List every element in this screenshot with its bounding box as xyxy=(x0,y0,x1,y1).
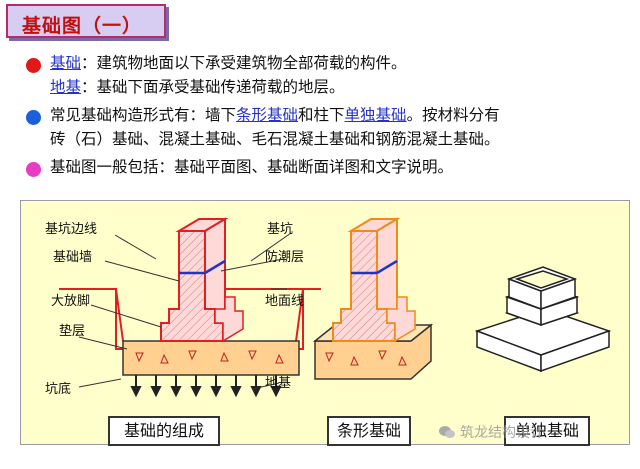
strip-foundation-figure xyxy=(312,217,434,380)
label-dpc: 防潮层 xyxy=(265,249,304,265)
caption-composition: 基础的组成 xyxy=(108,416,220,446)
general-contents: 基础图一般包括：基础平面图、基础断面详图和文字说明。 xyxy=(50,158,454,176)
leader-pit-bottom xyxy=(78,378,122,388)
label-ground: 地面线 xyxy=(265,294,304,309)
common-forms-line2: 砖（石）基础、混凝土基础、毛石混凝土基础和钢筋混凝土基础。 xyxy=(50,130,500,148)
common-forms-line1: 常见基础构造形式有：墙下条形基础和柱下单独基础。按材料分有 xyxy=(50,106,500,124)
composition-figure: 基坑边线 基础墙 大放脚 垫层 坑底 基坑 防潮层 地面线 地基 xyxy=(45,217,321,398)
isolated-foundation-link[interactable]: 单独基础 xyxy=(344,106,407,124)
leader-found-wall xyxy=(104,260,180,282)
strip-foundation-link[interactable]: 条形基础 xyxy=(236,106,299,124)
label-subgrade: 地基 xyxy=(265,376,291,391)
definition-subgrade: 地基：基础下面承受基础传递荷载的地层。 xyxy=(50,78,345,96)
label-pit-edge: 基坑边线 xyxy=(45,222,97,237)
label-cushion: 垫层 xyxy=(59,323,85,339)
pink-bullet-icon xyxy=(26,162,41,177)
label-found-wall: 基础墙 xyxy=(53,250,92,265)
leader-cushion xyxy=(78,336,128,350)
foundation-diagram-svg: 基坑边线 基础墙 大放脚 垫层 坑底 基坑 防潮层 地面线 地基 xyxy=(45,217,612,398)
leader-pit-edge xyxy=(114,234,157,260)
label-footing: 大放脚 xyxy=(51,293,90,309)
red-bullet-icon xyxy=(26,58,41,73)
label-pit-bottom: 坑底 xyxy=(45,381,71,397)
leader-pit xyxy=(250,232,292,262)
leader-footing xyxy=(90,304,162,328)
leader-subgrade xyxy=(252,382,280,390)
caption-strip-foundation: 条形基础 xyxy=(327,416,411,446)
blue-bullet-icon xyxy=(26,110,41,125)
watermark-text: 筑龙结构设计 xyxy=(460,425,544,441)
foundation-link[interactable]: 基础 xyxy=(50,54,82,72)
title-box: 基础图（一） xyxy=(6,4,166,38)
cushion-slab xyxy=(122,340,300,376)
label-pit: 基坑 xyxy=(267,222,293,237)
caption-isolated-foundation: 单独基础 xyxy=(504,416,590,446)
page-title: 基础图（一） xyxy=(22,15,143,37)
pit-edge-line-left xyxy=(59,288,304,350)
leader-dpc xyxy=(220,258,284,272)
subgrade-link[interactable]: 地基 xyxy=(50,78,82,96)
definition-foundation: 基础：建筑物地面以下承受建筑物全部荷载的构件。 xyxy=(50,54,407,72)
wechat-icon xyxy=(439,426,455,438)
foundation-diagram-panel: 基坑边线 基础墙 大放脚 垫层 坑底 基坑 防潮层 地面线 地基 xyxy=(20,200,630,445)
isolated-foundation-figure xyxy=(474,266,612,373)
subgrade-arrows xyxy=(130,375,282,398)
